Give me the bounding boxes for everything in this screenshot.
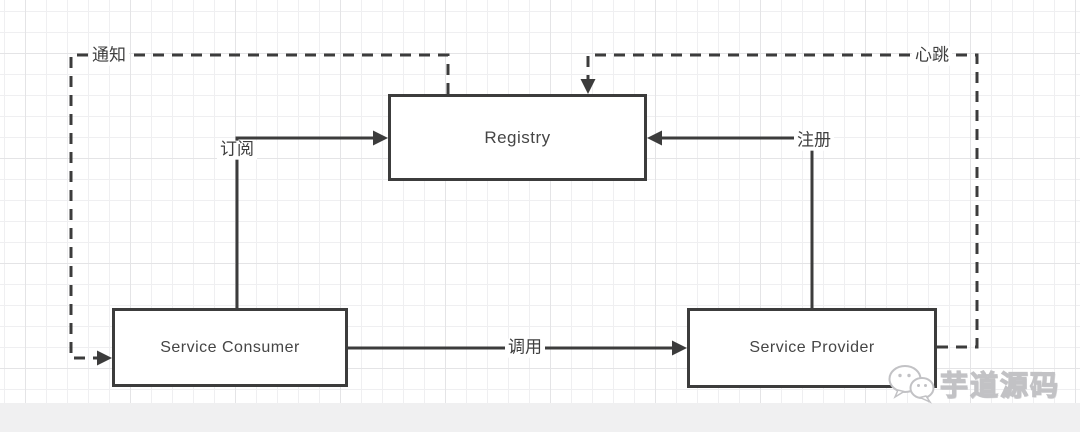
edge-label-register: 注册 [794,131,834,151]
watermark: 芋道源码 [886,362,1060,406]
bottom-gray-band [0,403,1080,432]
edge-heartbeat [586,53,979,349]
edge-subscribe [235,136,373,308]
edge-label-notify: 通知 [89,46,129,66]
edge-register [662,136,814,308]
edge-notify [69,53,450,360]
wechat-icon [888,365,935,404]
edge-label-subscribe: 订阅 [217,140,257,160]
arrowhead-heartbeat [580,79,596,94]
arrowhead-register [647,130,662,146]
node-service-consumer-label: Service Consumer [160,338,300,356]
node-service-provider-label: Service Provider [749,339,875,356]
node-service-consumer: Service Consumer [112,308,348,387]
arrowhead-notify [97,350,112,366]
edge-label-heartbeat: 心跳 [912,46,952,66]
node-registry: Registry [388,94,647,181]
arrowhead-subscribe [373,130,388,146]
arrowhead-invoke [672,340,687,356]
node-registry-label: Registry [484,127,551,147]
watermark-text: 芋道源码 [939,369,1061,401]
node-service-provider: Service Provider [687,308,937,388]
edge-label-invoke: 调用 [505,338,545,358]
